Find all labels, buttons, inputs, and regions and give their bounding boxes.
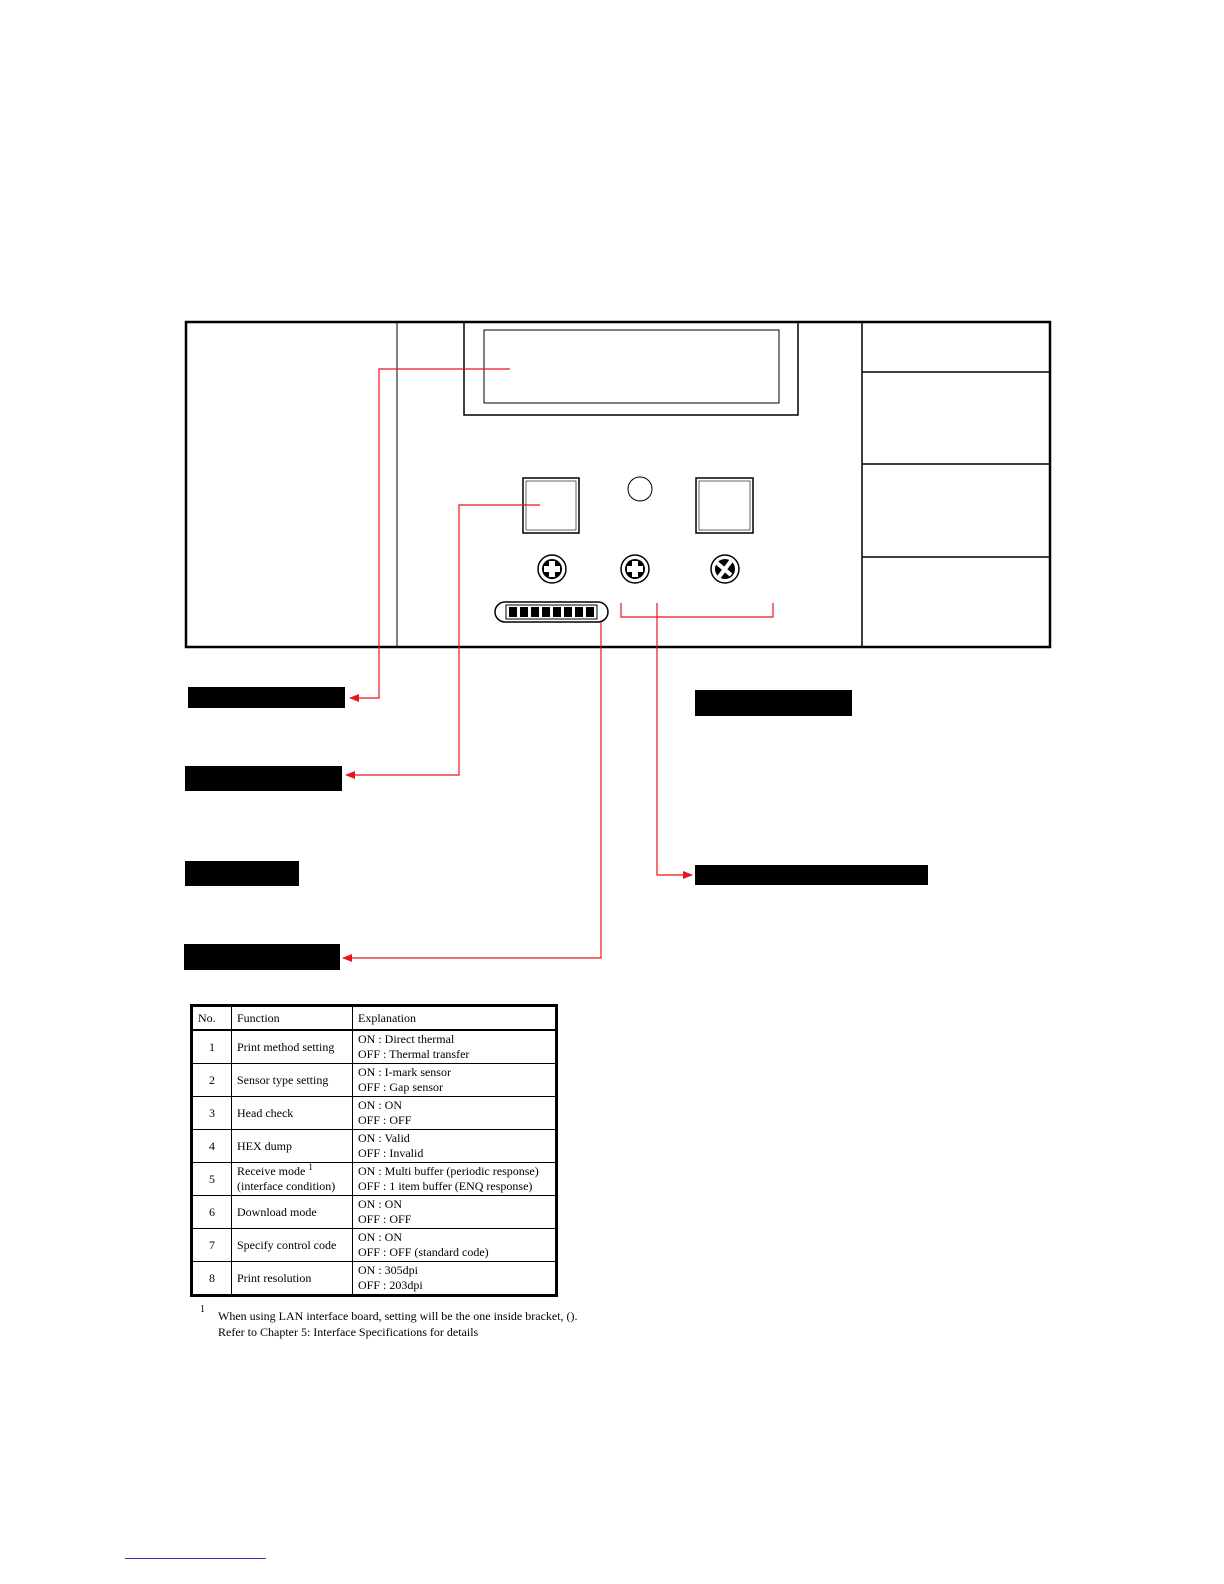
leader-key bbox=[345, 504, 540, 779]
column-header: No. bbox=[191, 1005, 232, 1031]
on-setting: ON : Valid bbox=[358, 1131, 410, 1145]
off-setting: OFF : Gap sensor bbox=[358, 1080, 444, 1094]
table-header-row: No. Function Explanation bbox=[191, 1005, 557, 1031]
off-setting: OFF : 1 item buffer (ENQ response) bbox=[358, 1179, 533, 1193]
row-number: 5 bbox=[191, 1162, 232, 1196]
led-indicator bbox=[627, 476, 653, 502]
row-number: 7 bbox=[191, 1228, 232, 1262]
leader-adjust bbox=[656, 603, 693, 879]
function-name: Download mode bbox=[237, 1204, 317, 1219]
dip-switch-lever[interactable] bbox=[509, 607, 517, 617]
function-cell: Receive mode 1 (interface condition) bbox=[231, 1162, 353, 1196]
dip-switch-lever[interactable] bbox=[586, 607, 594, 617]
function-name: HEX dump bbox=[237, 1138, 292, 1153]
function-name: Print method setting bbox=[237, 1039, 335, 1054]
row-number: 4 bbox=[191, 1129, 232, 1163]
redacted-label-key bbox=[185, 766, 342, 791]
plus-screw-icon[interactable] bbox=[620, 554, 650, 584]
control-panel-diagram bbox=[184, 320, 1052, 962]
adjustment-bracket bbox=[620, 603, 774, 618]
on-setting: ON : ON bbox=[358, 1098, 402, 1112]
redacted-label-misc bbox=[185, 861, 299, 886]
redacted-label-lcd bbox=[188, 687, 345, 708]
on-setting: ON : I-mark sensor bbox=[358, 1065, 451, 1079]
off-setting: OFF : OFF bbox=[358, 1113, 412, 1127]
function-name: Specify control code bbox=[237, 1237, 337, 1252]
right-key-inner bbox=[698, 480, 751, 531]
explanation-cell: ON : Multi buffer (periodic response)OFF… bbox=[352, 1162, 557, 1196]
redacted-label-right-top bbox=[695, 690, 852, 716]
redacted-label-dip bbox=[184, 944, 340, 970]
footnote-ref: 1 bbox=[308, 1162, 313, 1172]
footnote-mark: 1 bbox=[200, 1304, 205, 1315]
on-setting: ON : ON bbox=[358, 1230, 402, 1244]
column-header: Function bbox=[231, 1005, 353, 1031]
leader-dip bbox=[342, 622, 602, 962]
leader-lcd bbox=[349, 368, 510, 702]
slotted-screw-icon[interactable] bbox=[710, 554, 740, 584]
footnote-line: When using LAN interface board, setting … bbox=[218, 1309, 578, 1323]
function-name: Head check bbox=[237, 1105, 294, 1120]
function-cell: Specify control code bbox=[231, 1228, 353, 1262]
function-cell: Head check bbox=[231, 1096, 353, 1130]
dip-switch[interactable] bbox=[494, 601, 609, 623]
row-number: 2 bbox=[191, 1063, 232, 1097]
on-setting: ON : Direct thermal bbox=[358, 1032, 455, 1046]
function-name: Sensor type setting bbox=[237, 1072, 329, 1087]
row-number: 6 bbox=[191, 1195, 232, 1229]
plus-screw-icon[interactable] bbox=[537, 554, 567, 584]
function-name-line2: (interface condition) bbox=[237, 1179, 336, 1193]
dip-switch-lever[interactable] bbox=[553, 607, 561, 617]
footer-rule bbox=[125, 1558, 266, 1559]
panel-frame bbox=[184, 320, 1052, 649]
lcd-bezel bbox=[463, 321, 799, 416]
redacted-label-adjust bbox=[695, 865, 928, 885]
footnote-line: Refer to Chapter 5: Interface Specificat… bbox=[218, 1325, 479, 1339]
row-number: 3 bbox=[191, 1096, 232, 1130]
off-setting: OFF : Thermal transfer bbox=[358, 1047, 470, 1061]
on-setting: ON : 305dpi bbox=[358, 1263, 418, 1277]
dip-switch-table: No. Function Explanation 1 Print method s… bbox=[190, 1004, 558, 1297]
function-name: Receive mode bbox=[237, 1164, 306, 1178]
function-cell: Print method setting bbox=[231, 1029, 353, 1064]
function-cell: Sensor type setting bbox=[231, 1063, 353, 1097]
off-setting: OFF : Invalid bbox=[358, 1146, 424, 1160]
dip-switch-lever[interactable] bbox=[542, 607, 550, 617]
dip-switch-lever[interactable] bbox=[520, 607, 528, 617]
off-setting: OFF : OFF bbox=[358, 1212, 412, 1226]
right-key-button[interactable] bbox=[695, 477, 754, 534]
function-name: Print resolution bbox=[237, 1270, 312, 1285]
off-setting: OFF : 203dpi bbox=[358, 1278, 423, 1292]
row-number: 8 bbox=[191, 1261, 232, 1296]
dip-switch-lever[interactable] bbox=[575, 607, 583, 617]
function-cell: HEX dump bbox=[231, 1129, 353, 1163]
function-cell: Download mode bbox=[231, 1195, 353, 1229]
on-setting: ON : Multi buffer (periodic response) bbox=[358, 1164, 539, 1178]
column-header: Explanation bbox=[352, 1005, 557, 1031]
dip-switch-lever[interactable] bbox=[564, 607, 572, 617]
lcd-screen bbox=[483, 329, 780, 404]
dip-switch-lever[interactable] bbox=[531, 607, 539, 617]
row-number: 1 bbox=[191, 1029, 232, 1064]
on-setting: ON : ON bbox=[358, 1197, 402, 1211]
off-setting: OFF : OFF (standard code) bbox=[358, 1245, 489, 1259]
table-row: 1 Print method setting ON : Direct thermal… bbox=[191, 1029, 557, 1064]
function-cell: Print resolution bbox=[231, 1261, 353, 1296]
table-row: 5 Receive mode 1 (interface condition) ON :… bbox=[191, 1162, 557, 1196]
